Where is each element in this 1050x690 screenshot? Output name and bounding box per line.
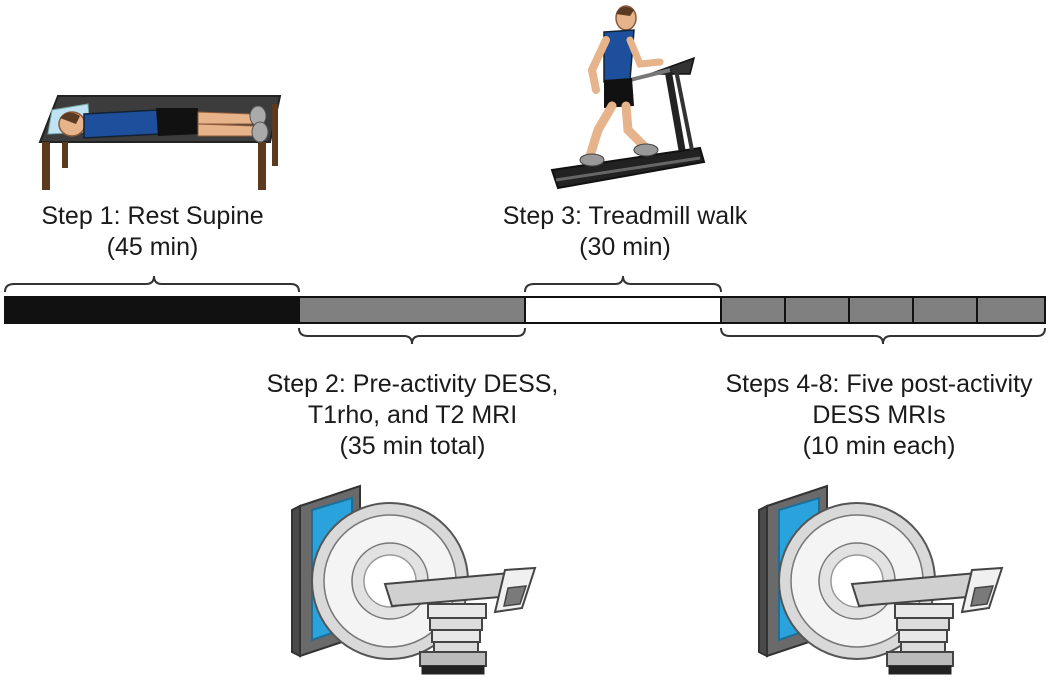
step4-8-title: Steps 4-8: Five post-activity [725,370,1033,398]
timeline-segment-step3 [524,296,722,324]
timeline-segment-step5 [784,296,850,324]
timeline-segment-step8 [976,296,1046,324]
step2-duration: (35 min total) [339,432,486,460]
brace-step4-8 [720,327,1046,345]
step3-label: Step 3: Treadmill walk (30 min) [460,201,790,263]
step4-8-label: Steps 4-8: Five post-activity DESS MRIs … [708,369,1050,462]
timeline-segment-step7 [912,296,978,324]
step3-duration: (30 min) [579,233,671,261]
step2-title: Step 2: Pre-activity DESS, [266,370,559,398]
braces [4,275,1046,345]
step2-label: Step 2: Pre-activity DESS, T1rho, and T2… [240,369,585,462]
mri-scanner-pre [291,485,536,675]
brace-step1 [4,275,300,293]
rest-supine-illustration [38,95,282,190]
timeline-bar [4,296,1046,324]
step4-8-duration: (10 min each) [802,432,956,460]
brace-step3 [524,275,722,293]
timeline-segment-step6 [848,296,914,324]
treadmill-illustration [550,5,706,190]
step3-title: Step 3: Treadmill walk [502,202,748,230]
step1-title: Step 1: Rest Supine [41,202,264,230]
step1-duration: (45 min) [106,233,199,261]
timeline-segment-step2 [298,296,526,324]
mri-scanner-post [758,485,1003,675]
timeline-segment-step4 [720,296,786,324]
step1-label: Step 1: Rest Supine (45 min) [0,201,305,263]
brace-step2 [298,327,526,345]
timeline-segment-step1 [4,296,300,324]
step4-8-detail: DESS MRIs [812,401,946,429]
step2-detail: T1rho, and T2 MRI [307,401,518,429]
